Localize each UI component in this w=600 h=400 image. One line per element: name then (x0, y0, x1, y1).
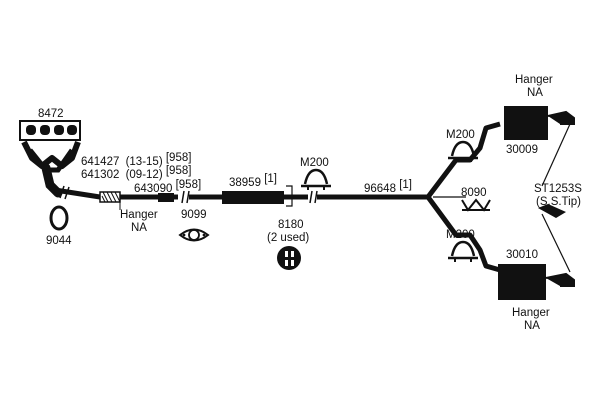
label-clamp-mid: M200 (300, 157, 329, 169)
muffler-upper-shape (504, 106, 575, 140)
label-hanger-upper-line2: NA (527, 87, 543, 99)
converter-a-note: [958] (166, 152, 192, 164)
resonator-number: 38959 (229, 177, 261, 189)
label-hanger-lower-line2: NA (524, 320, 540, 332)
flange-gasket-shape (178, 228, 210, 242)
rubber-insulator-shape (277, 246, 301, 270)
converter-b-number: 641302 (81, 169, 119, 181)
converter-b-note: [958] (166, 165, 192, 177)
label-flex-pipe: 643090 [958] (134, 179, 201, 195)
y-pipe-shape (317, 121, 501, 273)
label-clamp-upper: M200 (446, 129, 475, 141)
label-hanger-upper-line1: Hanger (515, 74, 553, 86)
resonator-note: [1] (264, 173, 277, 185)
ss-tip-shape (538, 204, 566, 218)
converter-b-years: (09-12) (126, 169, 163, 181)
label-gasket-ring: 9044 (46, 235, 72, 247)
label-bracket: 8090 (461, 187, 487, 199)
gasket-ring-shape (49, 205, 69, 231)
clamp-lower-shape (448, 240, 478, 262)
label-y-pipe: 96648 [1] (364, 179, 412, 195)
label-resonator: 38959 [1] (229, 173, 277, 189)
label-hanger-front-line2: NA (131, 222, 147, 234)
clamp-upper-shape (448, 140, 478, 162)
flex-pipe-number: 643090 (134, 183, 172, 195)
label-tip-desc: (S.S.Tip) (536, 196, 581, 208)
label-converter-a: 641427 (13-15) [958] (81, 152, 191, 168)
muffler-lower-shape (498, 264, 575, 300)
label-muffler-lower: 30010 (506, 249, 538, 261)
flex-pipe-shape (99, 191, 121, 203)
clamp-mid-shape (301, 168, 331, 190)
resonator-shape (222, 191, 284, 204)
bracket-shape (461, 198, 491, 212)
label-tip-number: ST1253S (534, 183, 582, 195)
converter-a-years: (13-15) (126, 156, 163, 168)
y-pipe-number: 96648 (364, 183, 396, 195)
label-converter-b: 641302 (09-12) [958] (81, 165, 191, 181)
label-insulator-number: 8180 (278, 219, 304, 231)
exhaust-manifold-shape (19, 120, 81, 198)
label-hanger-front-line1: Hanger (120, 209, 158, 221)
label-muffler-upper: 30009 (506, 144, 538, 156)
label-hanger-lower-line1: Hanger (512, 307, 550, 319)
label-flange-gasket: 9099 (181, 209, 207, 221)
label-manifold: 8472 (38, 108, 64, 120)
label-insulator-qty: (2 used) (267, 232, 309, 244)
flex-pipe-note: [958] (176, 179, 202, 191)
label-clamp-lower: M200 (446, 229, 475, 241)
y-pipe-note: [1] (399, 179, 412, 191)
converter-a-number: 641427 (81, 156, 119, 168)
